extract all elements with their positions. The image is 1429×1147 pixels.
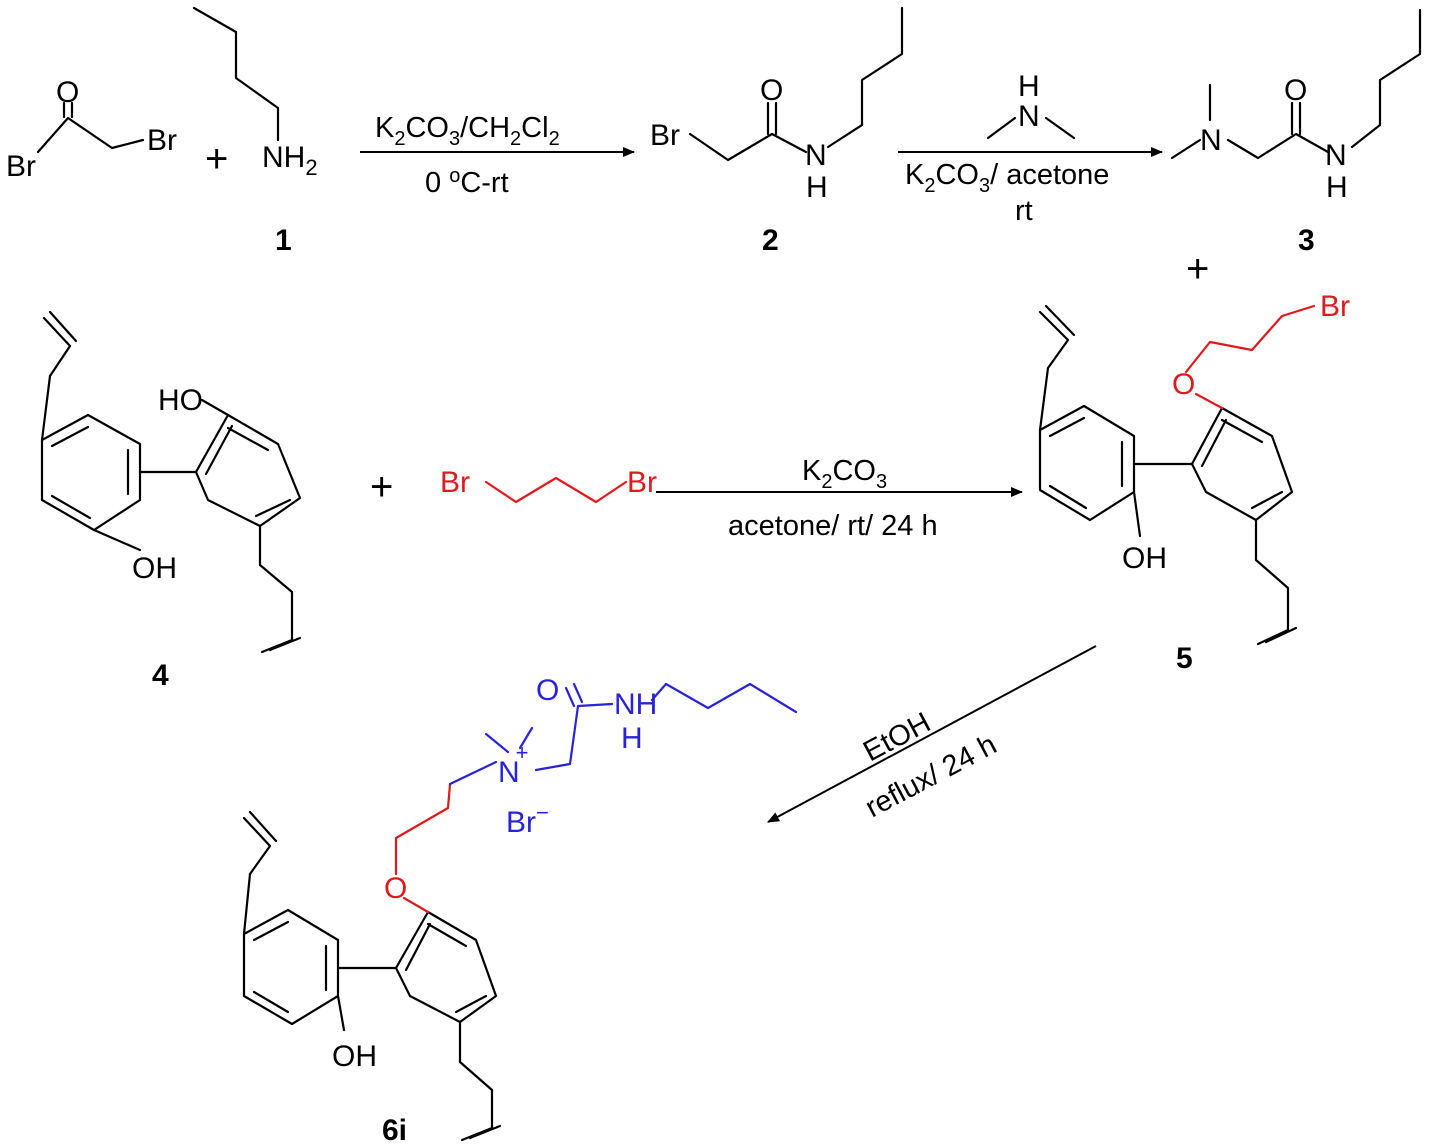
reaction-1-conditions: 0 oC-rt [425, 165, 509, 199]
compound-2: Br O N H [650, 6, 904, 204]
atom-ho: HO [158, 384, 203, 417]
atom-n: N [1018, 100, 1040, 133]
atom-br: Br [440, 466, 470, 499]
atom-oh: OH [332, 1040, 377, 1073]
reaction-3-reagent: K2CO3 [802, 455, 887, 493]
bromoacetyl-bromide: O Br Br [6, 76, 177, 183]
reaction-3-conditions: acetone/ rt/ 24 h [728, 510, 938, 542]
atom-oh: OH [1122, 542, 1167, 575]
reaction-2-reagent: K2CO3/ acetone [905, 159, 1109, 197]
compound-3-label: 3 [1298, 224, 1315, 257]
plus-sign: + [370, 465, 393, 509]
atom-h: H [1018, 70, 1040, 103]
reaction-2-conditions: rt [1015, 195, 1033, 227]
atom-n: N [1200, 124, 1222, 157]
reaction-arrow-4 [767, 645, 1097, 823]
atom-n: N [1325, 139, 1347, 172]
compound-1-label: 1 [275, 224, 292, 257]
atom-br: Br [650, 119, 680, 152]
compound-4-label: 4 [152, 659, 169, 692]
compound-5-label: 5 [1176, 642, 1193, 675]
atom-h: H [1326, 171, 1348, 204]
atom-h: H [621, 722, 643, 755]
dibromopropane: Br Br [440, 466, 657, 504]
atom-o: O [1284, 74, 1307, 107]
compound-6i: O N+ Br− O NH H OH [242, 674, 798, 1142]
plus-sign: + [205, 137, 228, 181]
atom-br: Br [147, 124, 177, 157]
atom-n-plus: N+ [498, 740, 529, 789]
compound-4: HO OH [40, 310, 302, 654]
compound-5: O Br OH [1038, 290, 1350, 646]
atom-h: H [806, 171, 828, 204]
atom-o: O [56, 76, 79, 109]
atom-nh: NH [614, 688, 657, 721]
plus-sign: + [1186, 247, 1209, 291]
atom-br: Br [6, 150, 36, 183]
atom-o: O [384, 872, 407, 905]
atom-br: Br [1320, 290, 1350, 323]
atom-n: N [805, 139, 827, 172]
atom-br: Br [627, 466, 657, 499]
compound-2-label: 2 [762, 224, 779, 257]
reaction-1-reagent: K2CO3/CH2Cl2 [375, 112, 560, 150]
atom-oh: OH [132, 552, 177, 585]
atom-br-anion: Br− [506, 800, 549, 839]
reaction-4-reagent: EtOH [858, 707, 936, 769]
atom-o: O [1172, 368, 1195, 401]
compound-6i-label: 6i [382, 1114, 407, 1147]
compound-3: N O N H [1170, 8, 1422, 204]
atom-o: O [536, 674, 559, 707]
atom-o: O [760, 74, 783, 107]
dimethylamine: H N [986, 70, 1076, 140]
atom-nh2: NH2 [262, 141, 318, 180]
butylamine: NH2 [192, 6, 318, 180]
